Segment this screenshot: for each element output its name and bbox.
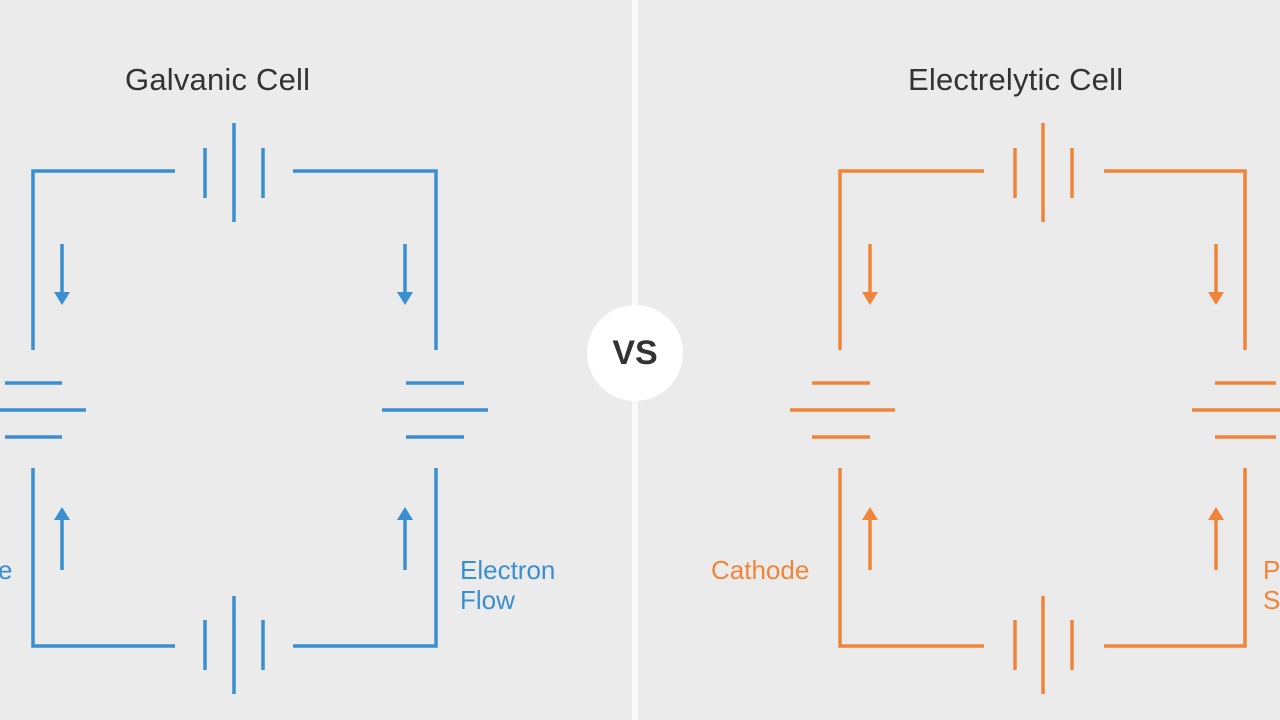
galvanic-circuit [0,123,488,694]
galvanic-title: Galvanic Cell [125,62,311,97]
electrolytic-bottom-left-wire [838,468,984,648]
cathode-label: Cathode [711,555,810,585]
electrolytic-right-label: P S [1263,555,1280,615]
galvanic-up-arrow-left [54,507,70,570]
galvanic-top-battery [203,123,265,222]
galvanic-left-electrode [0,381,86,439]
electrolytic-right-electrode [1192,381,1280,439]
galvanic-down-arrow-right [397,244,413,305]
galvanic-bottom-right-wire [293,468,438,648]
galvanic-top-left-wire [31,169,175,350]
galvanic-left-label: e [0,555,13,585]
electrolytic-bottom-right-wire [1104,468,1247,648]
electrolytic-down-arrow-right [1208,244,1224,305]
galvanic-down-arrow-left [54,244,70,305]
electrolytic-panel [638,0,1280,720]
galvanic-up-arrow-right [397,507,413,570]
electrolytic-left-electrode [790,381,895,439]
electrolytic-circuit [790,123,1280,694]
galvanic-bottom-battery [203,596,265,694]
electron-flow-label: Electron Flow [460,555,556,615]
electrolytic-top-battery [1013,123,1074,222]
galvanic-panel [0,0,632,720]
galvanic-right-electrode [382,381,488,439]
galvanic-bottom-left-wire [31,468,175,648]
galvanic-top-right-wire [293,169,438,350]
vs-badge: VS [587,305,683,401]
electrolytic-top-left-wire [838,169,984,350]
electrolytic-down-arrow-left [862,244,878,305]
electrolytic-up-arrow-left [862,507,878,570]
electrolytic-up-arrow-right [1208,507,1224,570]
electrolytic-bottom-battery [1013,596,1074,694]
electrolytic-top-right-wire [1104,169,1247,350]
electrolytic-title: Electrelytic Cell [908,62,1124,97]
